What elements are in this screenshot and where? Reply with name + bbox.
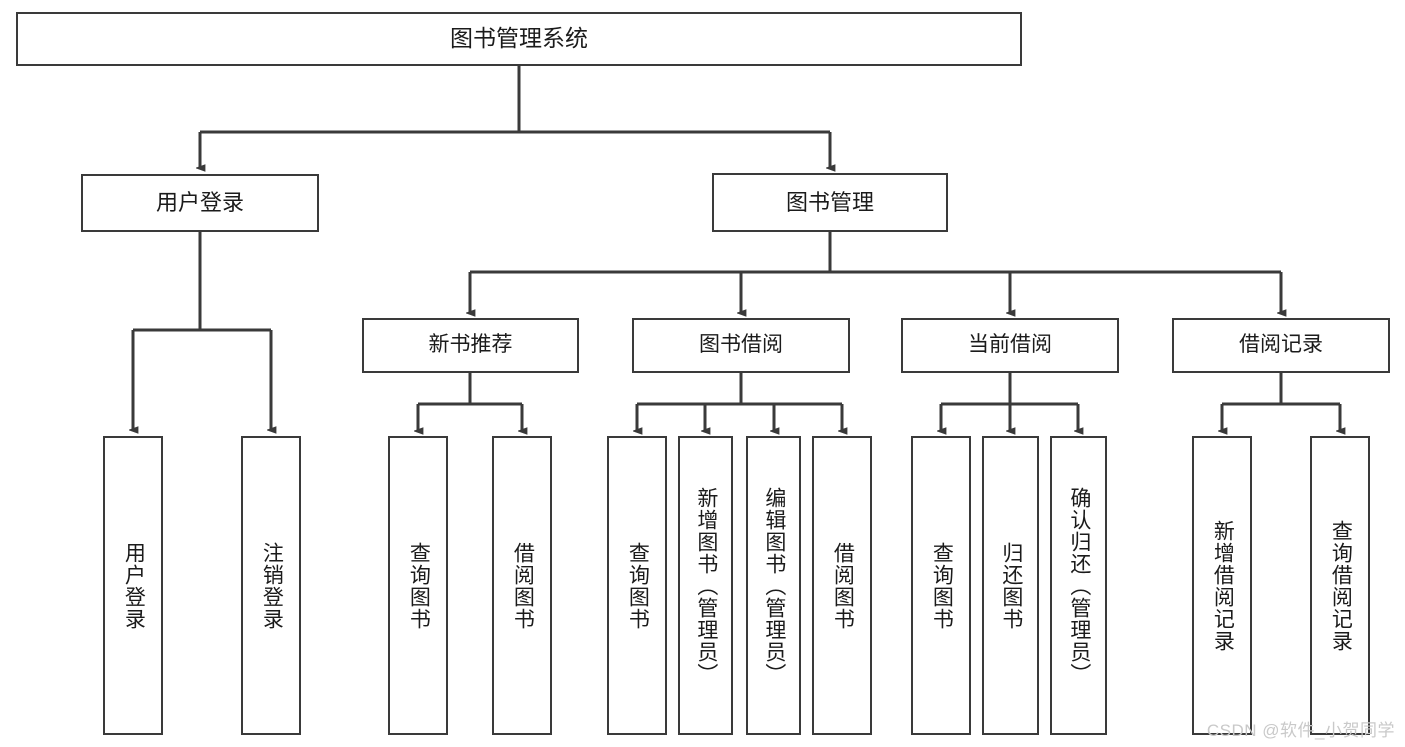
node-label: 查询图书 xyxy=(930,541,954,630)
node-borrow-record[interactable]: 借阅记录 xyxy=(1172,318,1390,373)
node-leaf-query-book-borrow[interactable]: 查询图书 xyxy=(607,436,667,735)
node-label: 注销登录 xyxy=(260,541,284,630)
node-user-login[interactable]: 用户登录 xyxy=(81,174,319,232)
node-label: 新书推荐 xyxy=(428,333,513,357)
node-label: 借阅图书 xyxy=(831,541,855,630)
node-leaf-add-borrow-record[interactable]: 新增借阅记录 xyxy=(1192,436,1252,735)
node-leaf-add-book[interactable]: 新增图书（管理员） xyxy=(678,436,733,735)
node-label: 归还图书 xyxy=(999,541,1023,630)
node-leaf-query-book-recommend[interactable]: 查询图书 xyxy=(388,436,448,735)
node-leaf-confirm-return[interactable]: 确认归还（管理员） xyxy=(1050,436,1107,735)
node-label: 查询图书 xyxy=(626,541,650,630)
node-label: 确认归还（管理员） xyxy=(1067,486,1091,685)
node-label: 查询图书 xyxy=(407,541,431,630)
node-label: 图书管理系统 xyxy=(450,25,588,52)
node-label: 新增图书（管理员） xyxy=(694,486,718,685)
node-label: 借阅记录 xyxy=(1239,333,1323,357)
node-label: 编辑图书（管理员） xyxy=(762,486,786,685)
node-label: 图书管理 xyxy=(785,189,874,215)
node-new-book-recommend[interactable]: 新书推荐 xyxy=(362,318,579,373)
node-leaf-borrow-book-recommend[interactable]: 借阅图书 xyxy=(492,436,552,735)
node-current-borrow[interactable]: 当前借阅 xyxy=(901,318,1119,373)
node-leaf-borrow-book[interactable]: 借阅图书 xyxy=(812,436,872,735)
node-label: 查询借阅记录 xyxy=(1329,519,1353,652)
node-label: 当前借阅 xyxy=(968,333,1052,357)
watermark: CSDN @软件_小贺同学 xyxy=(1206,721,1395,740)
node-label: 用户登录 xyxy=(155,190,244,216)
node-label: 借阅图书 xyxy=(511,541,535,630)
node-book-manage[interactable]: 图书管理 xyxy=(712,173,948,232)
node-label: 用户登录 xyxy=(122,541,146,630)
node-leaf-query-borrow-record[interactable]: 查询借阅记录 xyxy=(1310,436,1370,735)
node-leaf-logout[interactable]: 注销登录 xyxy=(241,436,301,735)
node-book-borrow[interactable]: 图书借阅 xyxy=(632,318,850,373)
node-leaf-user-login[interactable]: 用户登录 xyxy=(103,436,163,735)
node-leaf-edit-book[interactable]: 编辑图书（管理员） xyxy=(746,436,801,735)
node-leaf-return-book[interactable]: 归还图书 xyxy=(982,436,1039,735)
node-label: 图书借阅 xyxy=(699,333,783,357)
node-root-library-system[interactable]: 图书管理系统 xyxy=(16,12,1022,66)
node-label: 新增借阅记录 xyxy=(1211,519,1235,652)
node-leaf-query-book-current[interactable]: 查询图书 xyxy=(911,436,971,735)
